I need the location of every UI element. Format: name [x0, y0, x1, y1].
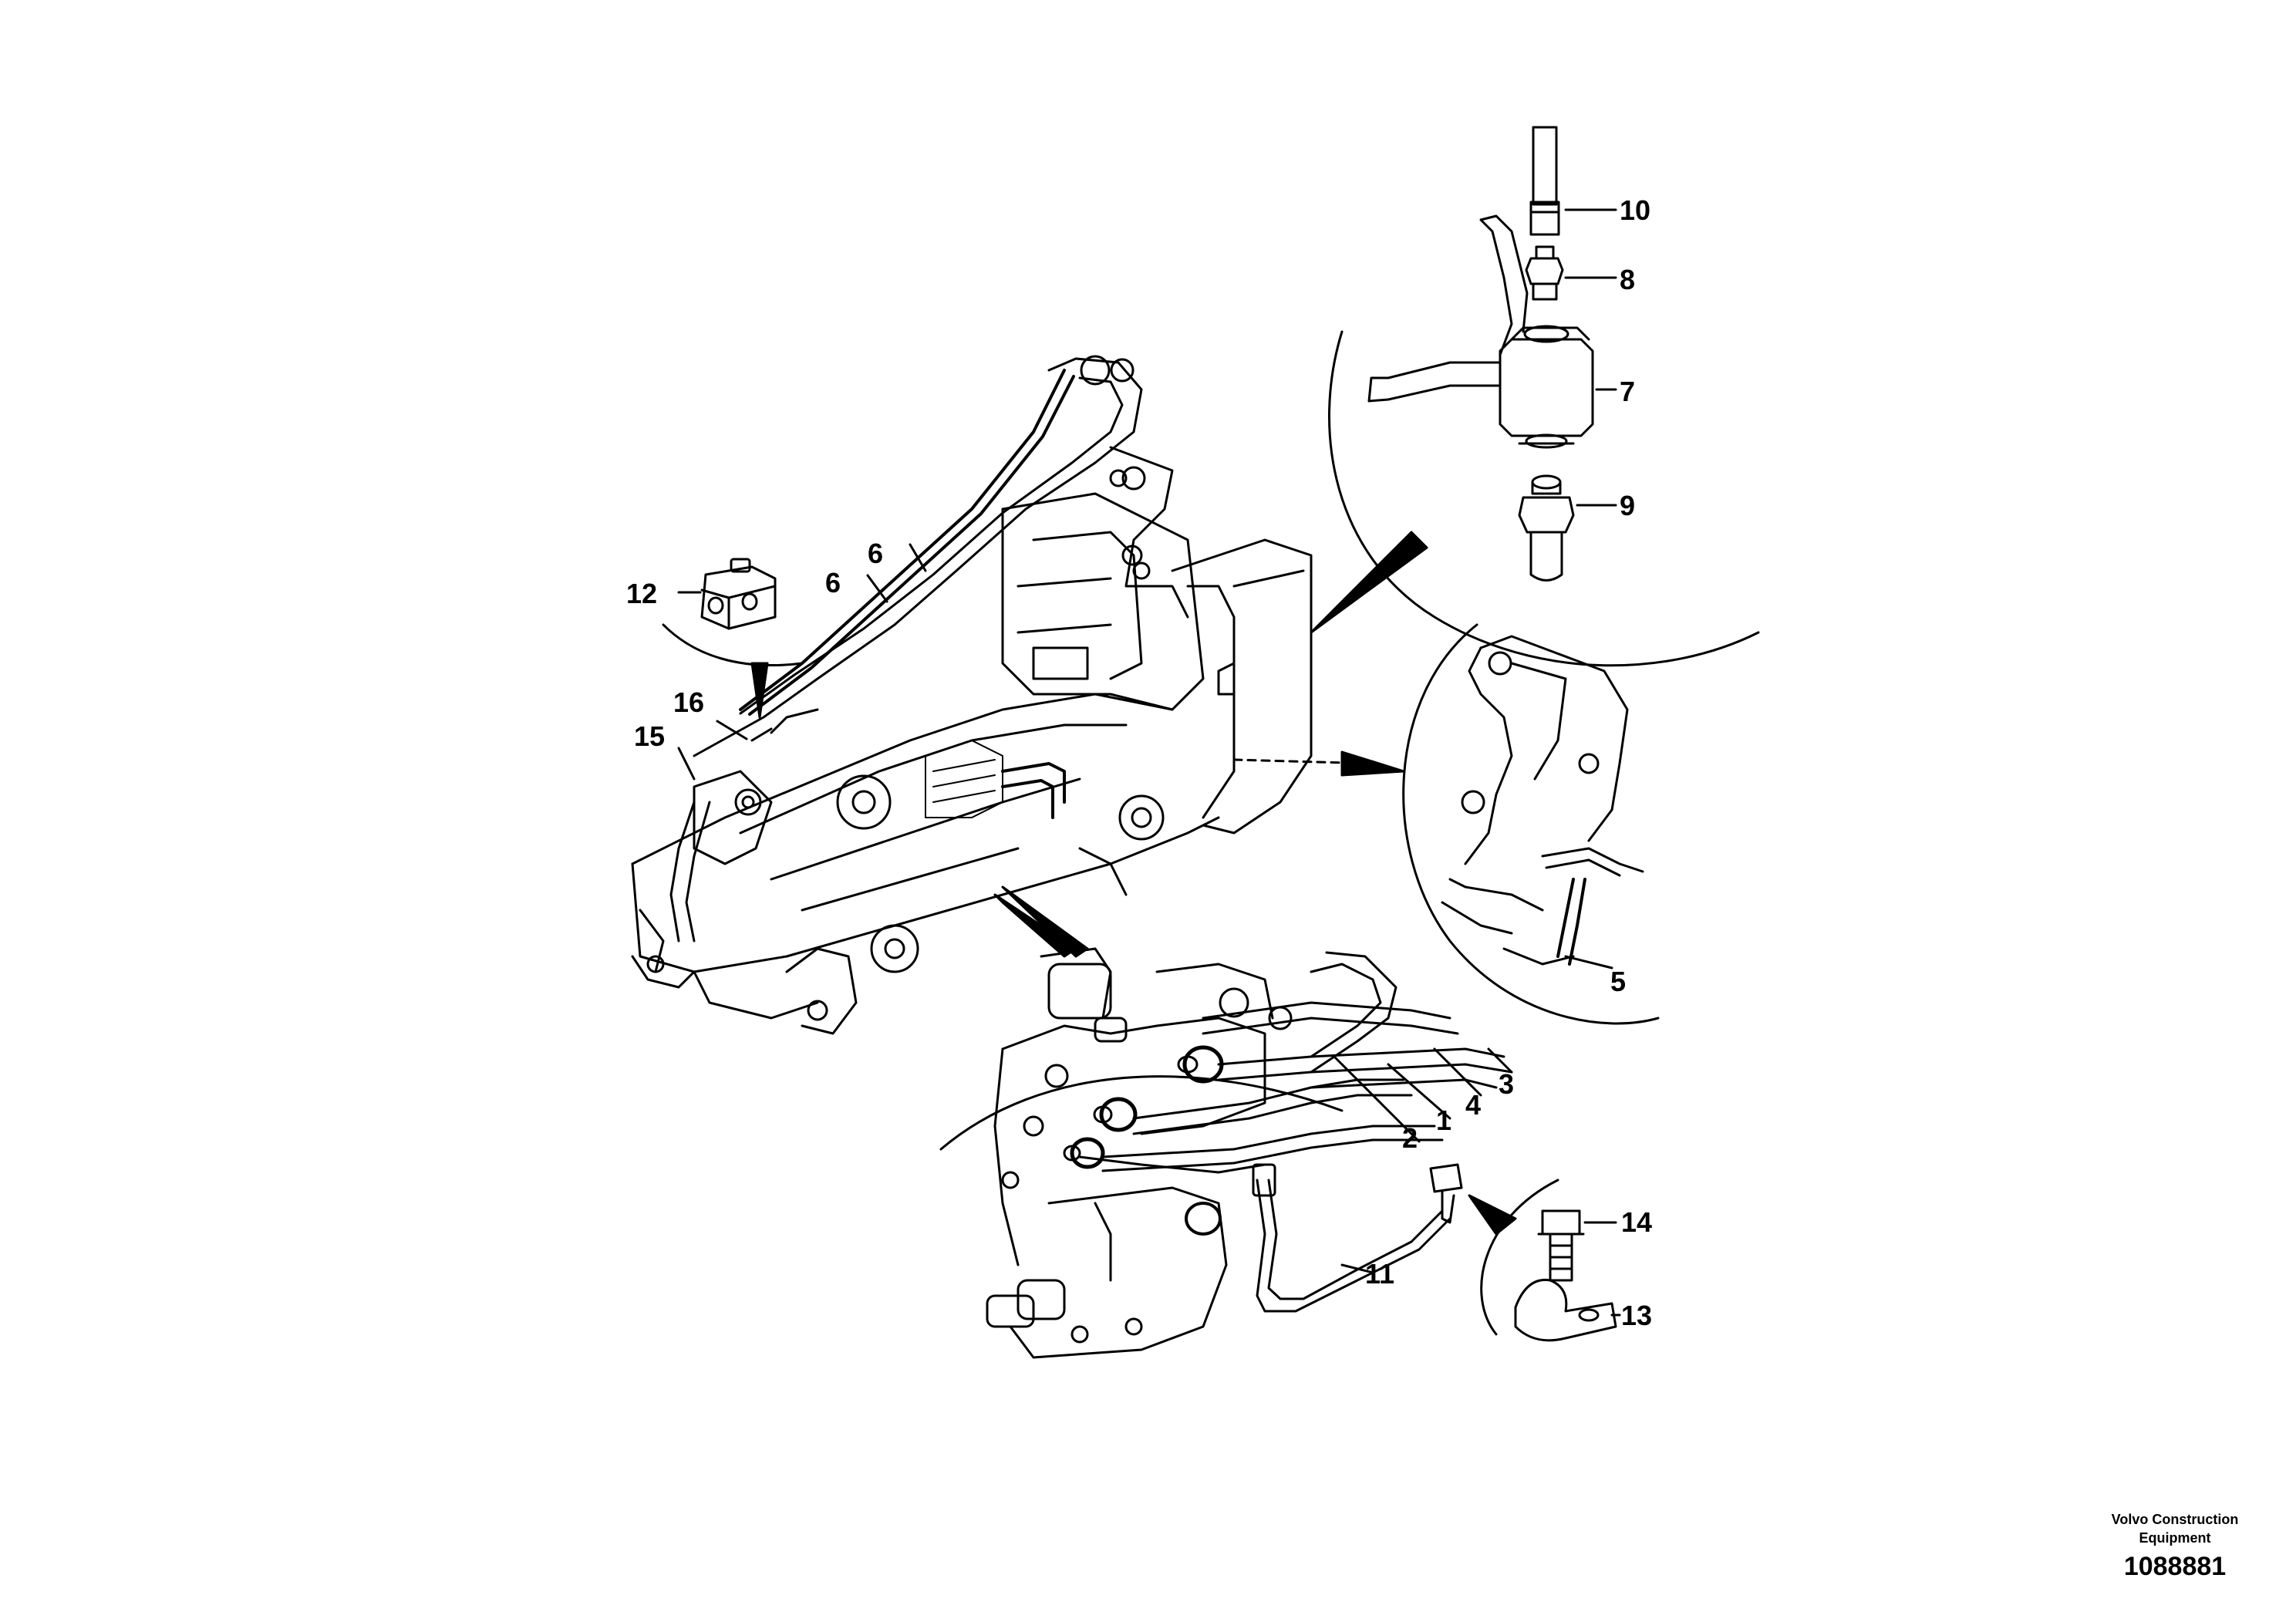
- detail-callout-clamp: [1468, 1179, 1621, 1342]
- callout-number: 13: [1621, 1300, 1653, 1331]
- detail-callout-control-valve: [939, 885, 1513, 1359]
- callout-number: 7: [1620, 376, 1636, 407]
- callout-number: 8: [1620, 264, 1636, 295]
- callout-number: 11: [1365, 1258, 1395, 1290]
- callout-number: 6: [825, 567, 841, 599]
- callout-number: 1: [1436, 1104, 1452, 1136]
- callout-number: 14: [1621, 1206, 1653, 1238]
- callout-number: 4: [1465, 1089, 1482, 1121]
- callout-number: 6: [868, 538, 884, 569]
- callout-number: 15: [634, 720, 666, 752]
- callout-number: 16: [673, 686, 705, 718]
- callout-number: 5: [1610, 966, 1627, 997]
- document-number: 1088881: [2123, 1552, 2227, 1581]
- detail-callout-valve: [1310, 126, 1760, 667]
- callout-number: 9: [1620, 490, 1636, 521]
- machine-frame: [631, 355, 1313, 1035]
- callout-number: 12: [626, 578, 658, 609]
- detail-callout-block: [662, 558, 804, 719]
- detail-callout-bracket: [1232, 623, 1660, 1025]
- brand-label: Volvo Construction Equipment: [2111, 1512, 2239, 1546]
- leader-lines: [677, 543, 927, 781]
- callout-number: 2: [1402, 1122, 1418, 1154]
- callout-number: 10: [1620, 194, 1651, 226]
- callout-number: 3: [1499, 1068, 1515, 1100]
